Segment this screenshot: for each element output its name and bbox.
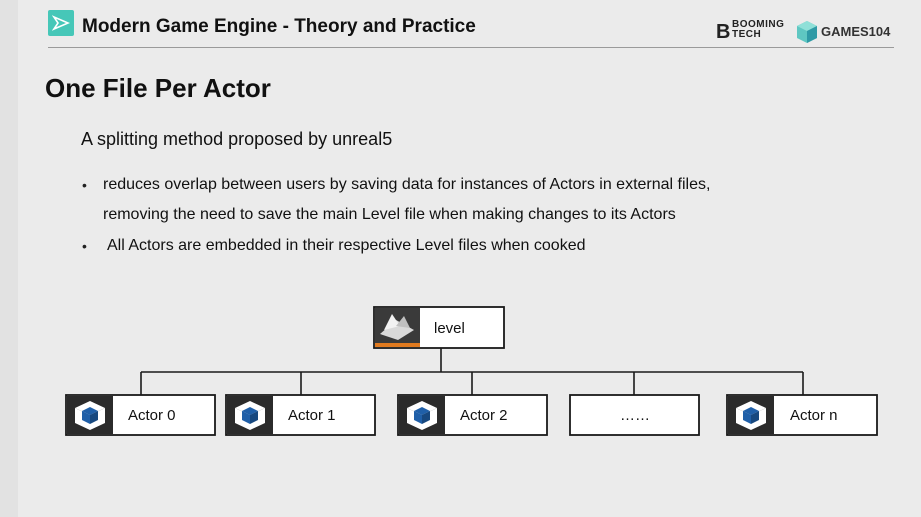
bullet-dot: •	[82, 177, 87, 193]
actor-node-label: Actor 2	[460, 407, 508, 424]
actor-cube-icon	[67, 396, 113, 434]
actor-cube-icon	[399, 396, 445, 434]
booming-b-icon: B	[716, 21, 731, 43]
header-divider	[48, 47, 894, 48]
bullet-1-line-2: removing the need to save the main Level…	[103, 206, 676, 223]
level-node-label: level	[434, 320, 465, 337]
actor-cube-icon	[227, 396, 273, 434]
actor-node: Actor 0	[65, 394, 216, 436]
actor-node: Actor n	[726, 394, 878, 436]
actor-node: Actor 1	[225, 394, 376, 436]
booming-tech-text: BOOMING TECH	[732, 19, 785, 40]
bullet-dot: •	[82, 238, 87, 254]
tree-connectors	[140, 348, 804, 395]
level-icon	[375, 308, 420, 347]
actor-node-label: Actor 0	[128, 407, 176, 424]
bullet-1-line-1: reduces overlap between users by saving …	[103, 176, 711, 193]
slide-edge	[0, 0, 18, 517]
actor-node-label: Actor 1	[288, 407, 336, 424]
actor-cube-icon	[728, 396, 774, 434]
actor-node-label: Actor n	[790, 407, 838, 424]
subtitle: A splitting method proposed by unreal5	[81, 129, 393, 149]
ellipsis-node-label: ……	[620, 407, 650, 424]
games104-text: GAMES104	[821, 24, 891, 39]
course-title: Modern Game Engine - Theory and Practice	[82, 16, 476, 37]
page-title: One File Per Actor	[45, 73, 271, 103]
games104-cube-icon	[797, 21, 817, 43]
level-node: level	[373, 306, 505, 349]
actor-node: Actor 2	[397, 394, 548, 436]
course-logo-icon	[48, 10, 74, 36]
ellipsis-node: ……	[569, 394, 700, 436]
booming-tech-logo: B BOOMING TECH	[716, 19, 790, 44]
bullet-2-line-1: All Actors are embedded in their respect…	[107, 237, 586, 254]
